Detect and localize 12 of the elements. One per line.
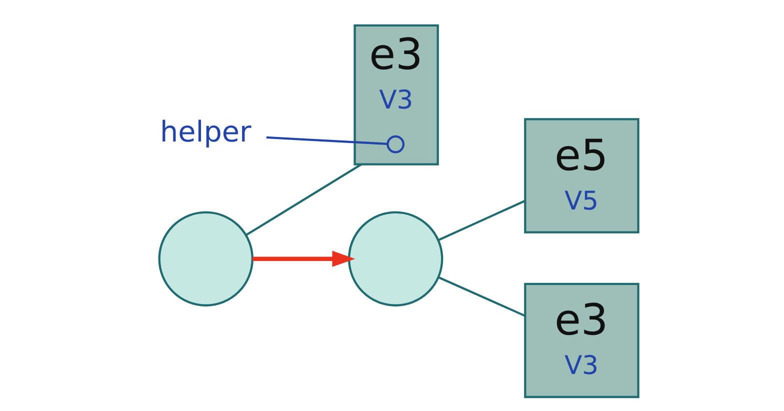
- node-box: e3 V3: [524, 282, 640, 398]
- node-circle: [348, 211, 444, 306]
- node-circle: [158, 211, 254, 306]
- arrow: [252, 250, 356, 267]
- node-circle: [386, 135, 405, 154]
- connector: [438, 200, 526, 241]
- connector: [245, 163, 362, 236]
- connector: [266, 136, 388, 145]
- node-text: helper: [160, 114, 252, 148]
- node-box: e5 V5: [524, 118, 640, 234]
- cluster: e3 V3: [354, 24, 439, 166]
- connector: [438, 276, 526, 317]
